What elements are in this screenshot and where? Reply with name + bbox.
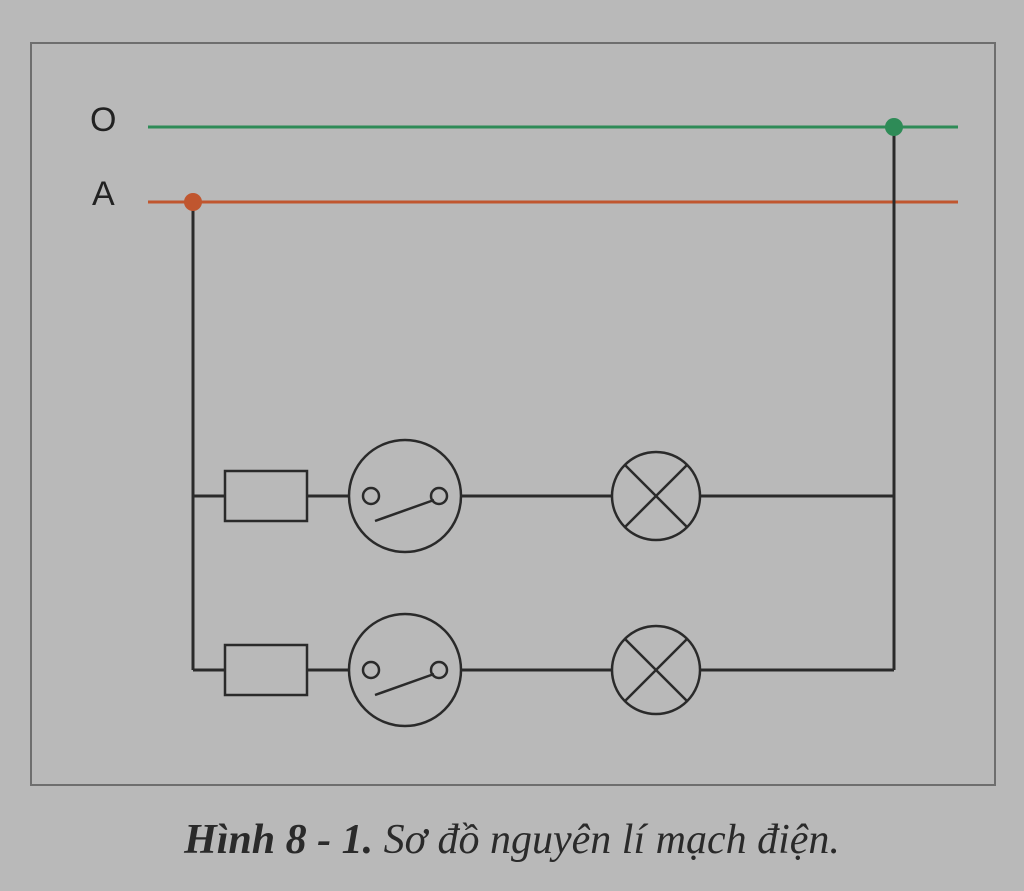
fuse-symbol bbox=[223, 469, 309, 523]
diagram-frame bbox=[30, 42, 996, 786]
fuse-symbol bbox=[223, 643, 309, 697]
neutral-line-label: O bbox=[90, 101, 116, 139]
lamp-symbol bbox=[610, 624, 702, 716]
phase-junction-dot bbox=[184, 193, 202, 211]
figure-caption: Hình 8 - 1. Sơ đồ nguyên lí mạch điện. bbox=[0, 816, 1024, 864]
switch-symbol bbox=[347, 612, 463, 728]
switch-symbol bbox=[347, 438, 463, 554]
caption-text: Sơ đồ nguyên lí mạch điện. bbox=[373, 817, 840, 863]
caption-label: Hình 8 - 1. bbox=[184, 817, 374, 863]
branch-1 bbox=[193, 438, 894, 554]
branch-2 bbox=[193, 612, 894, 728]
neutral-junction-dot bbox=[885, 118, 903, 136]
phase-line-label: A bbox=[92, 175, 115, 213]
lamp-symbol bbox=[610, 450, 702, 542]
